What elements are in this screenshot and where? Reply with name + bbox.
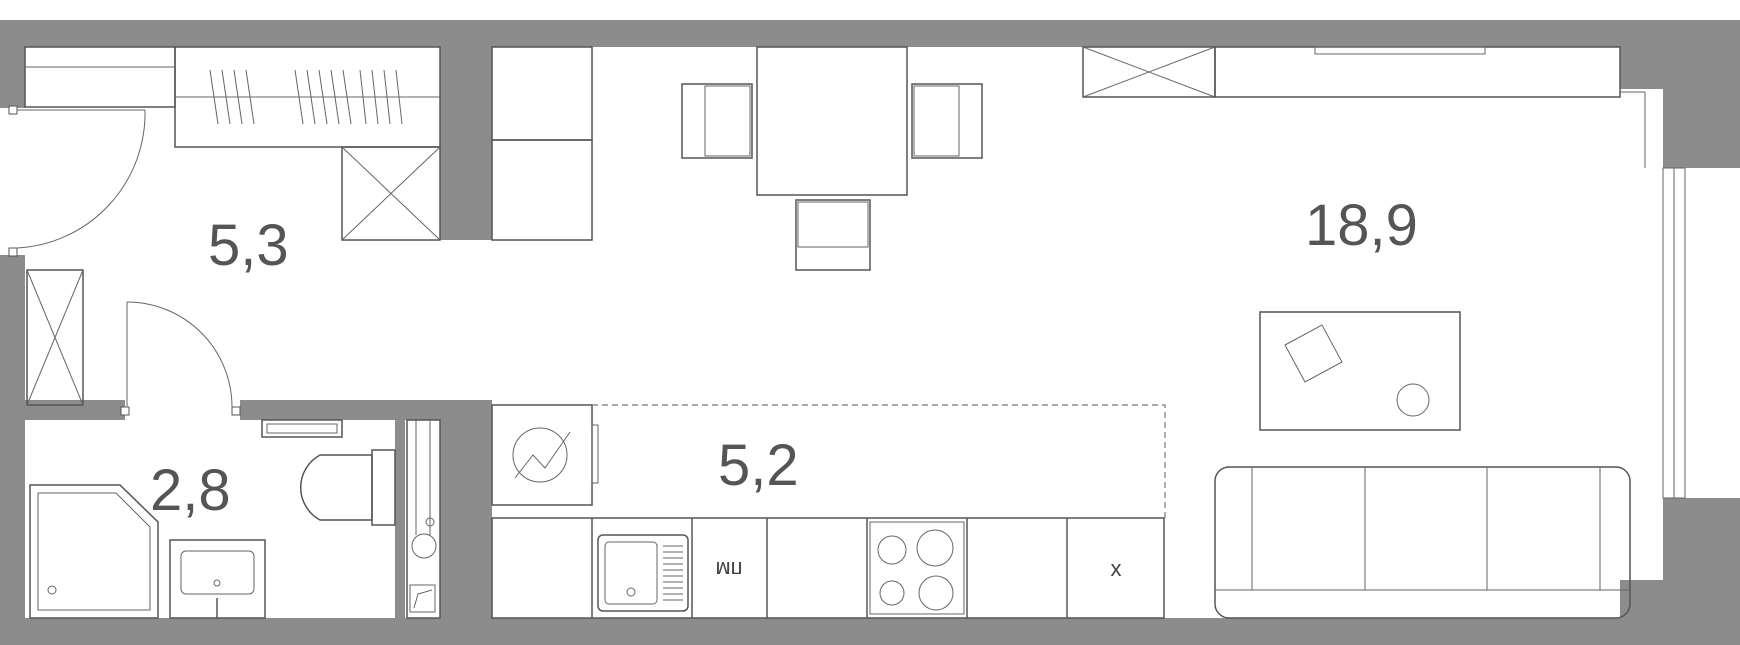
kitchen-counter (491, 517, 1165, 619)
left-wall-lower (0, 255, 25, 645)
hall-shelf (24, 46, 176, 108)
boiler-cabinet (491, 404, 593, 506)
dining-table (756, 46, 908, 196)
sofa (1214, 466, 1631, 619)
inner-column-lower (440, 400, 492, 645)
cooktop (869, 521, 965, 615)
hall-cabinet (341, 146, 441, 241)
fridge-label: х (1111, 556, 1122, 581)
burner-icon (879, 580, 905, 606)
hallway: 5,3 (8, 46, 441, 416)
burner-icon (918, 575, 954, 611)
toilet-tank (371, 449, 396, 526)
chair (911, 83, 983, 159)
shower-tray (29, 484, 159, 619)
utility-shaft (406, 419, 441, 619)
entry-door-swing (16, 109, 146, 249)
bath-partition (395, 420, 405, 618)
burner-icon (916, 529, 954, 567)
tv (1314, 46, 1486, 55)
top-wall (0, 20, 1740, 47)
kitchen-area-label: 5,2 (718, 433, 799, 498)
toilet (299, 454, 373, 521)
lamp-icon (1396, 383, 1430, 417)
right-wall-upper (1663, 20, 1740, 168)
bath-area-label: 2,8 (150, 458, 231, 523)
desk (1259, 311, 1461, 431)
walls (0, 20, 1740, 645)
towel-rail (261, 419, 343, 438)
right-pier-upper (1620, 47, 1663, 89)
kitchen: пм х 5,2 (491, 46, 1166, 619)
bath-wall-left (25, 400, 125, 420)
laptop-icon (1284, 324, 1343, 383)
living-area-label: 18,9 (1305, 193, 1418, 258)
dishwasher-label: пм (715, 557, 742, 582)
right-wall-lower (1663, 498, 1740, 645)
boiler-icon (512, 427, 568, 483)
wall-cabinets-outline (592, 404, 1166, 518)
inner-column-upper (440, 20, 492, 240)
tall-cabinet-lower (491, 139, 593, 241)
bath-wall-right (240, 400, 440, 420)
sink (597, 534, 689, 612)
tall-cabinet-upper (491, 46, 593, 141)
bathroom: 2,8 (29, 419, 441, 619)
living-room: 18,9 (681, 46, 1646, 619)
bottom-wall (0, 618, 1740, 645)
hall-area-label: 5,3 (208, 213, 289, 278)
burner-icon (877, 535, 907, 565)
bath-door-swing (126, 301, 233, 408)
chair (795, 199, 871, 271)
wardrobe-hangers (209, 69, 403, 125)
left-wall-upper (0, 20, 25, 108)
shoe-cabinet (26, 269, 84, 406)
chair (681, 83, 753, 159)
